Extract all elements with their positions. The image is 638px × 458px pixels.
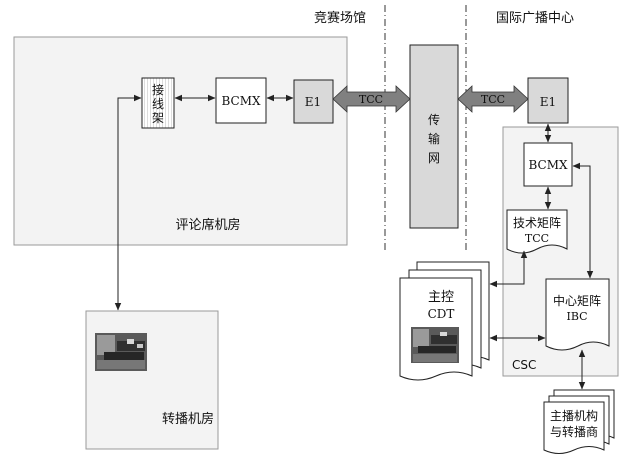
- center-matrix-label-2: IBC: [566, 310, 587, 323]
- tcc-link-left-label: TCC: [359, 93, 383, 106]
- commentary-room-label: 评论席机房: [175, 217, 240, 233]
- tcc-link-right-arrow: [457, 85, 529, 113]
- tech-matrix-label-2: TCC: [525, 232, 549, 245]
- e1-left-box: [293, 79, 334, 124]
- master-control-photo: [411, 327, 459, 363]
- zone-title-ibc: 国际广播中心: [496, 11, 574, 26]
- broadcasters-label-2: 与转播商: [550, 424, 598, 439]
- bcmx-left-box: [215, 77, 267, 124]
- tech-matrix-label-1: 技术矩阵: [513, 216, 561, 230]
- transmission-label-2: 输: [428, 131, 440, 146]
- zone-title-venue: 竞赛场馆: [314, 10, 366, 26]
- connector-relay-patch: [114, 94, 142, 311]
- relay-room: [85, 310, 219, 450]
- broadcasters-label-1: 主播机构: [550, 408, 598, 423]
- patch-panel: [141, 77, 175, 129]
- master-control-label-1: 主控: [428, 290, 454, 305]
- connector-bcmx-centermatrix: [572, 162, 594, 279]
- center-matrix-box: [545, 278, 610, 351]
- transmission-label-3: 网: [428, 151, 440, 165]
- e1-right-box: [527, 77, 569, 124]
- patch-panel-label-2: 线: [152, 97, 164, 111]
- patch-panel-label-1: 接: [152, 82, 164, 97]
- tcc-link-left-arrow: [332, 85, 411, 113]
- bcmx-left-label: BCMX: [221, 94, 261, 108]
- tcc-link-right-label: TCC: [481, 93, 505, 106]
- master-control-stack: [399, 261, 490, 381]
- bcmx-right-box: [523, 142, 573, 187]
- relay-room-label: 转播机房: [162, 411, 214, 427]
- transmission-label-1: 传: [428, 112, 440, 127]
- transmission-network: [409, 44, 459, 229]
- broadcasters-stack: [543, 389, 615, 454]
- csc-room-label: CSC: [512, 358, 536, 372]
- commentary-room: [13, 36, 348, 246]
- connector-techmatrix-mastercontrol: [489, 250, 528, 288]
- connectors: [114, 94, 594, 390]
- master-control-label-2: CDT: [428, 307, 455, 321]
- bcmx-right-label: BCMX: [528, 158, 568, 172]
- e1-left-label: E1: [305, 95, 321, 109]
- relay-room-photo: [95, 333, 147, 371]
- center-matrix-label-1: 中心矩阵: [553, 293, 601, 308]
- e1-right-label: E1: [540, 95, 556, 109]
- patch-panel-label-3: 架: [152, 111, 164, 125]
